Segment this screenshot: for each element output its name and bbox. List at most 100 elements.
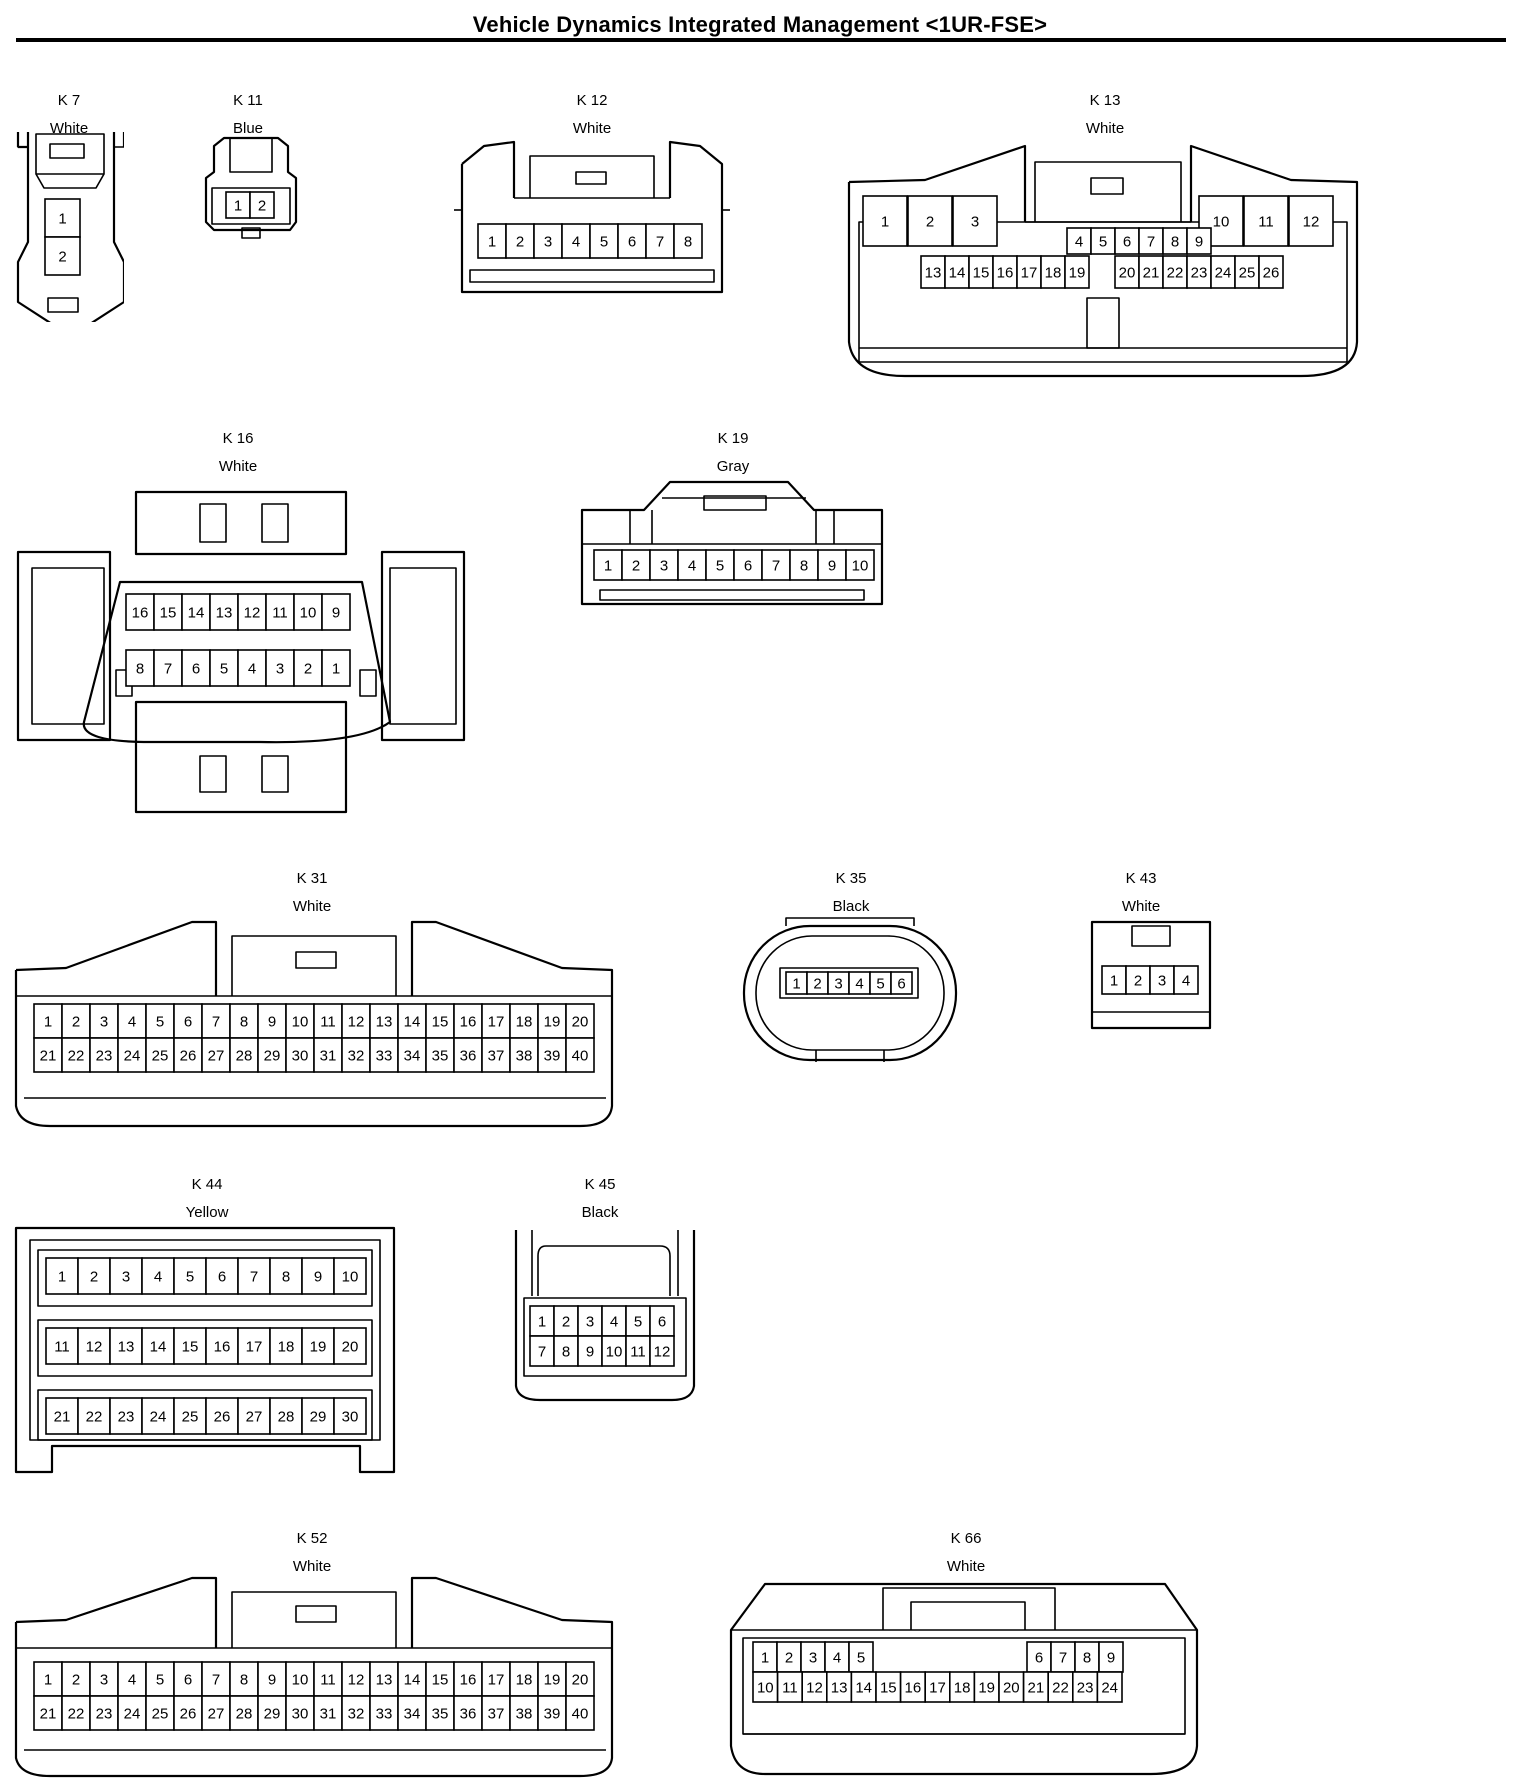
pin-cavity [313, 1661, 343, 1697]
pin-cavity [397, 1661, 427, 1697]
pin-cavity [321, 649, 351, 687]
pin-number: 8 [800, 558, 808, 575]
pin-number: 23 [96, 1706, 113, 1723]
pin-cavity [301, 1327, 335, 1365]
pin-number: 17 [246, 1339, 263, 1356]
pin-cavity [173, 1257, 207, 1295]
pin-cavity [649, 1335, 675, 1367]
pin-number: 9 [828, 558, 836, 575]
pin-cavity [589, 223, 619, 259]
pin-number: 28 [278, 1409, 295, 1426]
pin-cavity [141, 1397, 175, 1435]
pin-number: 27 [246, 1409, 263, 1426]
pin-cavity [529, 1335, 555, 1367]
pin-number: 9 [332, 605, 340, 622]
pin-cavity [117, 1695, 147, 1731]
pin-number: 29 [310, 1409, 327, 1426]
connector-name: K 16 [222, 430, 254, 447]
pin-number: 11 [1258, 214, 1274, 231]
pin-number: 3 [100, 1014, 108, 1031]
pin-cavity [341, 1661, 371, 1697]
pin-number: 12 [244, 605, 261, 622]
pin-number: 2 [258, 198, 266, 215]
pin-number: 1 [332, 661, 340, 678]
pin-number: 3 [586, 1314, 594, 1331]
pin-cavity [44, 198, 81, 238]
pin-number: 7 [250, 1269, 258, 1286]
pin-cavity [481, 1695, 511, 1731]
pin-number: 5 [634, 1314, 642, 1331]
pin-number: 33 [376, 1048, 393, 1065]
pin-cavity [269, 1397, 303, 1435]
pin-cavity [201, 1661, 231, 1697]
pin-number: 13 [831, 1680, 848, 1697]
pin-cavity [369, 1003, 399, 1039]
connector-name: K 52 [296, 1530, 328, 1547]
pin-cavity [565, 1661, 595, 1697]
pin-cavity [77, 1327, 111, 1365]
pin-number: 30 [292, 1048, 309, 1065]
pin-cavity [862, 195, 908, 247]
pin-cavity [145, 1661, 175, 1697]
pin-cavity [673, 223, 703, 259]
pin-number: 39 [544, 1048, 561, 1065]
pin-number: 7 [656, 234, 664, 251]
pin-number: 23 [1191, 265, 1208, 282]
connector-color: Yellow [185, 1204, 229, 1221]
pin-number: 27 [208, 1048, 225, 1065]
pin-number: 11 [272, 605, 288, 622]
pin-cavity [293, 593, 323, 631]
pin-number: 9 [268, 1672, 276, 1689]
pin-number: 17 [488, 1672, 505, 1689]
pin-cavity [44, 236, 81, 276]
pin-cavity [1288, 195, 1334, 247]
pin-cavity [89, 1037, 119, 1073]
pin-number: 38 [516, 1706, 533, 1723]
pin-number: 6 [1123, 234, 1131, 251]
connector-name: K 11 [233, 92, 263, 109]
pin-number: 25 [152, 1706, 169, 1723]
pin-cavity [141, 1327, 175, 1365]
pin-cavity [205, 1257, 239, 1295]
pin-number: 5 [716, 558, 724, 575]
pin-number: 16 [905, 1680, 922, 1697]
pin-number: 8 [1171, 234, 1179, 251]
pin-cavity [850, 1671, 877, 1703]
pin-number: 1 [792, 976, 800, 993]
pin-number: 29 [264, 1048, 281, 1065]
pin-number: 20 [572, 1672, 589, 1689]
pin-number: 15 [160, 605, 177, 622]
pin-number: 11 [54, 1339, 70, 1356]
pin-number: 2 [813, 976, 821, 993]
pin-cavity [341, 1695, 371, 1731]
pin-number: 8 [684, 234, 692, 251]
pin-cavity [117, 1037, 147, 1073]
pin-number: 26 [1263, 265, 1280, 282]
pin-number: 21 [54, 1409, 71, 1426]
connector-name: K 31 [296, 870, 328, 887]
pin-number: 11 [320, 1014, 336, 1031]
pin-number: 31 [320, 1706, 337, 1723]
pin-cavity [173, 1695, 203, 1731]
pin-cavity [145, 1695, 175, 1731]
pin-number: 20 [572, 1014, 589, 1031]
pin-number: 19 [544, 1014, 561, 1031]
pin-cavity [1149, 965, 1175, 995]
pin-number: 18 [516, 1014, 533, 1031]
connector-name: K 44 [191, 1176, 223, 1193]
pin-number: 26 [180, 1048, 197, 1065]
pin-number: 16 [997, 265, 1014, 282]
pin-cavity [249, 191, 275, 219]
pin-number: 19 [978, 1680, 995, 1697]
connector-name: K 7 [57, 92, 81, 109]
pin-number: 40 [572, 1706, 589, 1723]
pin-number: 8 [282, 1269, 290, 1286]
pin-cavity [1114, 227, 1140, 255]
pin-number: 23 [118, 1409, 135, 1426]
pin-number: 24 [124, 1048, 141, 1065]
pin-number: 3 [660, 558, 668, 575]
pin-number: 29 [264, 1706, 281, 1723]
pin-number: 10 [852, 558, 869, 575]
